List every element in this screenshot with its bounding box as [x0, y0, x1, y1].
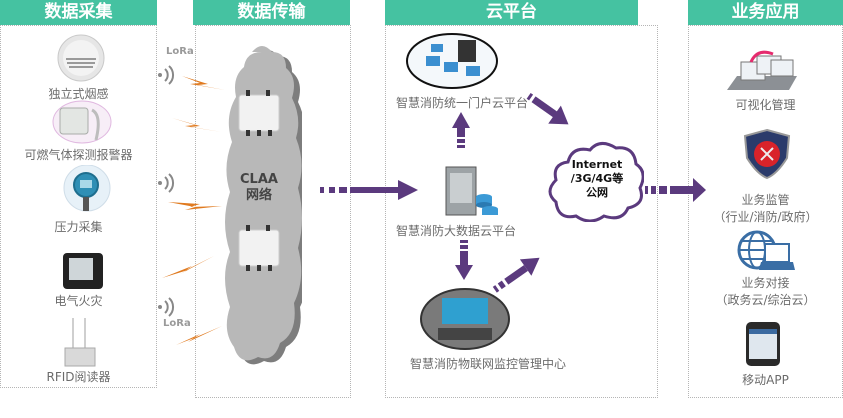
monitor-center-label: 智慧消防物联网监控管理中心 — [410, 357, 567, 371]
lightning-icon — [182, 76, 225, 90]
app-supervision: 业务监管 （行业/消防/政府） — [688, 192, 843, 226]
cloud-panel — [385, 25, 658, 398]
arrow-portal-to-internet — [526, 92, 569, 125]
app-sub-integration: （政务云/综治云） — [715, 293, 816, 307]
app-label-mobile: 移动APP — [742, 373, 789, 387]
lightning-links — [162, 76, 225, 345]
lightning-icon — [168, 202, 222, 210]
header-business-apps: 业务应用 — [688, 0, 843, 25]
fire-badge-icon — [743, 128, 791, 180]
app-label-supervision: 业务监管 — [741, 193, 790, 207]
app-integration: 业务对接 （政务云/综治云） — [688, 275, 843, 309]
smoke-detector-icon — [57, 34, 105, 82]
globe-laptop-icon — [737, 230, 795, 270]
internet-label-line3: 公网 — [586, 186, 608, 199]
visual-management-icon — [727, 50, 797, 90]
arrow-monitor-to-internet — [492, 257, 540, 293]
gateway-device-icon — [238, 90, 280, 136]
header-data-collection: 数据采集 — [0, 0, 157, 25]
header-data-transmission: 数据传输 — [193, 0, 350, 25]
lora-label-bottom: LoRa — [163, 318, 191, 329]
header-cloud-platform: 云平台 — [385, 0, 638, 25]
portal-cloud-icon — [406, 33, 498, 89]
arrow-bigdata-to-monitor — [455, 240, 473, 280]
device-label-smoke: 独立式烟感 — [48, 87, 109, 101]
electrical-meter-icon — [63, 253, 103, 289]
transmit-panel — [195, 25, 351, 398]
app-sub-supervision: （行业/消防/政府） — [713, 210, 818, 224]
gateway-device-icon — [238, 225, 280, 271]
bigdata-label: 智慧消防大数据云平台 — [396, 224, 517, 238]
arrow-bigdata-to-portal — [452, 112, 470, 148]
internet-label-line2: /3G/4G等 — [570, 172, 624, 185]
claa-label-line1: CLAA — [240, 172, 278, 187]
app-label-visual: 可视化管理 — [735, 98, 796, 112]
monitor-center-icon — [420, 288, 510, 350]
portal-label: 智慧消防统一门户云平台 — [396, 96, 529, 110]
rfid-reader-icon — [64, 318, 96, 367]
app-label-integration: 业务对接 — [741, 276, 790, 290]
claa-label-line2: 网络 — [245, 188, 272, 203]
arrow-internet-to-apps — [645, 178, 706, 202]
claa-network-label: CLAA 网络 — [236, 172, 282, 204]
wireless-signal-icon — [158, 173, 175, 193]
gas-detector-icon — [52, 100, 112, 144]
device-label-gas: 可燃气体探测报警器 — [24, 148, 133, 162]
server-database-icon — [445, 166, 498, 216]
device-label-pressure: 压力采集 — [54, 220, 103, 234]
internet-label-line1: Internet — [571, 158, 623, 171]
lora-label-top: LoRa — [166, 46, 194, 57]
smartphone-icon — [746, 322, 780, 366]
collect-panel — [0, 25, 157, 388]
pressure-gauge-icon — [63, 165, 111, 212]
device-label-electrical: 电气火灾 — [54, 294, 103, 308]
wireless-signal-icon — [158, 297, 175, 317]
internet-label: Internet /3G/4G等 公网 — [560, 158, 634, 200]
wireless-signal-icon — [158, 65, 175, 85]
internet-cloud-icon — [548, 142, 644, 222]
device-label-rfid: RFID阅读器 — [46, 370, 111, 384]
arrow-transmit-to-cloud — [320, 180, 418, 200]
lightning-icon — [176, 326, 222, 345]
